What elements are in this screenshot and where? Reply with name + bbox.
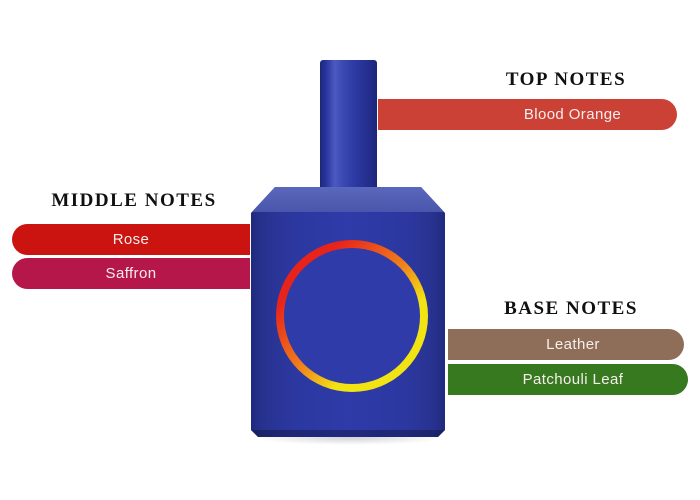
bottle-shoulder — [251, 187, 445, 212]
bottle-cap — [320, 60, 377, 188]
note-bar-patchouli: Patchouli Leaf — [448, 364, 688, 395]
middle-notes-heading: MIDDLE NOTES — [51, 190, 217, 211]
base-notes-heading: BASE NOTES — [504, 298, 638, 319]
note-bar-blood-orange: Blood Orange — [378, 99, 677, 130]
gradient-ring-hole — [284, 248, 420, 384]
note-bar-rose: Rose — [12, 224, 250, 255]
bottle-base-edge — [251, 430, 445, 437]
gradient-ring-emblem — [276, 240, 428, 392]
top-notes-heading: TOP NOTES — [505, 69, 627, 90]
note-bar-saffron: Saffron — [12, 258, 250, 289]
note-bar-leather: Leather — [448, 329, 684, 360]
